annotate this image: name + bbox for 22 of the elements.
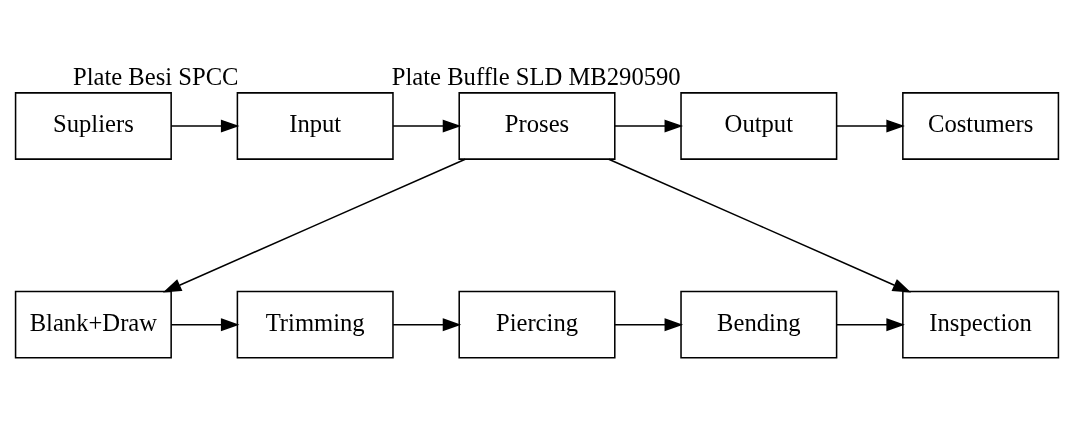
node-label: Plate Buffle SLD MB290590 — [391, 62, 681, 90]
node-box: Output — [680, 91, 838, 160]
arrow — [614, 119, 684, 132]
node-box: Trimming — [236, 290, 394, 359]
arrow — [392, 317, 462, 331]
arrow — [392, 119, 462, 132]
arrow — [170, 317, 240, 331]
node-label: Plate Besi SPCC — [72, 62, 239, 90]
arrow — [614, 317, 684, 331]
arrow — [836, 317, 905, 331]
node-box: Proses — [458, 91, 616, 160]
arrow — [170, 119, 240, 132]
node-box: Blank+Draw — [14, 290, 172, 359]
arrow — [608, 157, 912, 292]
arrow — [836, 119, 905, 132]
node-box: Supliers — [14, 91, 172, 160]
node-box: Bending — [680, 290, 838, 359]
node-box: Input — [236, 91, 394, 160]
node-box: Piercing — [458, 290, 616, 359]
arrow — [162, 157, 466, 292]
node-box: Inspection — [902, 290, 1060, 359]
node-box: Costumers — [902, 91, 1060, 160]
